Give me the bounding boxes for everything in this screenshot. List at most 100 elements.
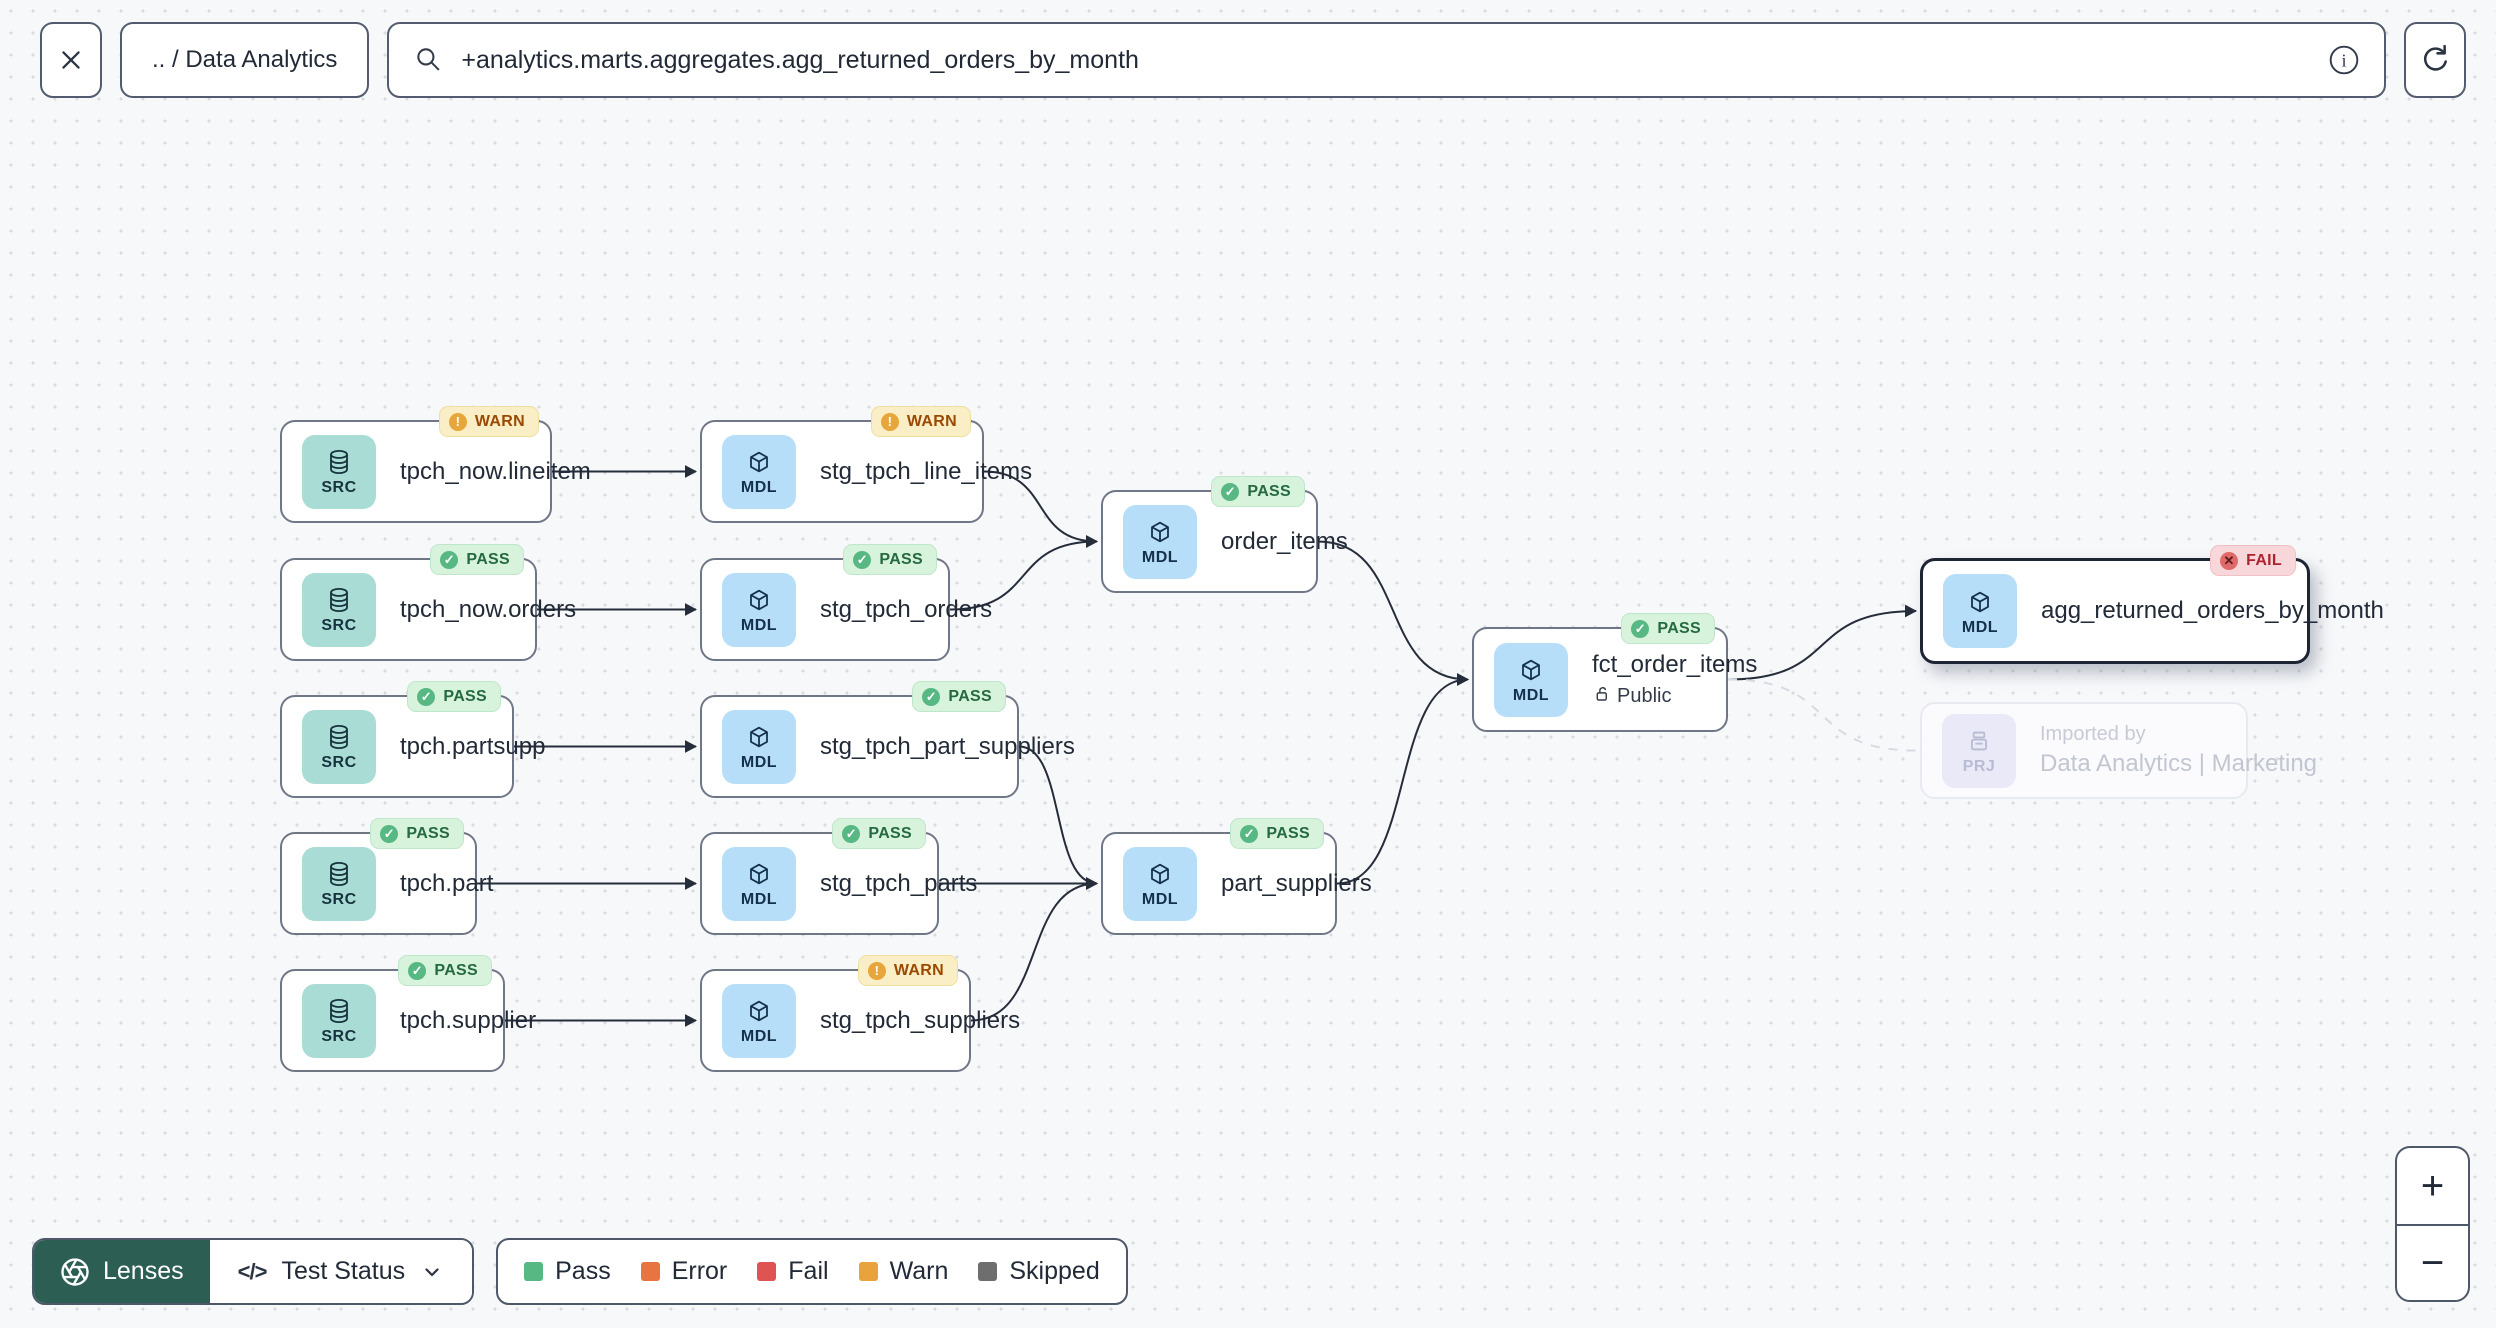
info-icon[interactable]: i (2328, 44, 2360, 76)
breadcrumb[interactable]: .. / Data Analytics (120, 22, 370, 98)
database-icon (323, 584, 355, 616)
legend-swatch-error (640, 1262, 660, 1281)
node-label: part_suppliers (1221, 870, 1372, 898)
status-badge-label: PASS (443, 687, 487, 705)
status-badge-label: FAIL (2246, 551, 2282, 569)
src-type-chip: SRC (302, 846, 376, 921)
refresh-button[interactable] (2404, 22, 2466, 98)
node-title: stg_tpch_suppliers (820, 1006, 1021, 1034)
node-label: stg_tpch_orders (820, 596, 992, 624)
toolbar: .. / Data Analytics i (40, 22, 2466, 98)
mdl-type-chip: MDL (722, 434, 796, 509)
database-icon (323, 858, 355, 890)
node-title: stg_tpch_part_suppliers (820, 732, 1075, 760)
status-badge-pass: ✓PASS (912, 681, 1006, 712)
code-icon: </> (237, 1258, 268, 1284)
node-label: stg_tpch_line_items (820, 458, 1032, 486)
legend-label: Warn (889, 1257, 949, 1285)
search-input[interactable] (461, 45, 2312, 75)
node-type-label: SRC (321, 754, 357, 771)
zoom-in-button[interactable]: + (2420, 1163, 2445, 1208)
legend-label: Fail (788, 1257, 829, 1285)
graph-node-stg_parts[interactable]: MDL stg_tpch_parts ✓PASS (700, 818, 977, 935)
search-icon (417, 48, 440, 71)
graph-node-stg_suppliers[interactable]: MDL stg_tpch_suppliers !WARN (700, 955, 1020, 1072)
database-icon (323, 721, 355, 753)
node-label: order_items (1221, 528, 1348, 556)
status-badge-warn: !WARN (438, 406, 539, 437)
graph-node-stg_line_items[interactable]: MDL stg_tpch_line_items !WARN (700, 406, 1032, 523)
database-icon (323, 446, 355, 478)
lens-group: Lenses </> Test Status (32, 1238, 475, 1305)
status-badge-fail: ✕ FAIL (2210, 545, 2296, 576)
pass-status-icon: ✓ (380, 824, 399, 843)
status-badge-label: WARN (474, 412, 525, 430)
chevron-down-icon (425, 1267, 439, 1276)
node-label: agg_returned_orders_by_month (2041, 597, 2384, 625)
node-title: agg_returned_orders_by_month (2041, 597, 2384, 624)
node-type-label: MDL (1141, 549, 1179, 566)
search-bar[interactable]: i (387, 22, 2386, 98)
lenses-button[interactable]: Lenses (34, 1240, 210, 1303)
graph-node-stg_part_suppliers[interactable]: MDL stg_tpch_part_suppliers ✓PASS (700, 681, 1075, 798)
lens-mode-dropdown[interactable]: </> Test Status (209, 1240, 473, 1303)
node-title: tpch.supplier (400, 1006, 537, 1034)
status-badge-label: PASS (1657, 619, 1701, 637)
cube-icon (1515, 654, 1547, 686)
zoom-out-button[interactable]: − (2397, 1224, 2468, 1300)
status-badge-pass: ✓PASS (832, 818, 926, 849)
node-title: tpch_now.lineitem (400, 457, 591, 485)
graph-node-src_lineitem[interactable]: SRC tpch_now.lineitem !WARN (280, 406, 591, 523)
src-type-chip: SRC (302, 434, 376, 509)
status-badge-label: WARN (893, 961, 944, 979)
node-type-label: PRJ (1962, 758, 1996, 775)
node-title: stg_tpch_parts (820, 869, 978, 897)
mdl-type-chip: MDL (722, 983, 796, 1058)
legend-label: Error (671, 1257, 728, 1285)
status-badge-pass: ✓PASS (1621, 613, 1715, 644)
fail-status-icon: ✕ (2220, 551, 2239, 570)
status-badge-label: WARN (906, 412, 957, 430)
status-badge-warn: !WARN (870, 406, 971, 437)
node-label: tpch_now.lineitem (400, 458, 591, 486)
node-type-label: SRC (321, 891, 357, 908)
close-button[interactable] (40, 22, 102, 98)
zoom-control: + − (2395, 1146, 2470, 1302)
mdl-type-chip: MDL (1943, 574, 2017, 648)
node-title: stg_tpch_line_items (820, 457, 1033, 485)
legend-swatch-fail (757, 1262, 777, 1281)
cube-icon (1144, 516, 1176, 548)
unlock-icon (1592, 685, 1610, 709)
cube-icon (1964, 586, 1996, 618)
graph-node-agg_returned[interactable]: MDL agg_returned_orders_by_month ✕ FAIL (1920, 545, 2384, 664)
status-badge-warn: !WARN (857, 955, 958, 986)
node-title: order_items (1221, 527, 1348, 555)
node-type-label: MDL (740, 891, 778, 908)
pass-status-icon: ✓ (842, 824, 861, 843)
mdl-type-chip: MDL (1123, 846, 1197, 921)
node-type-label: MDL (740, 754, 778, 771)
mdl-type-chip: MDL (722, 572, 796, 647)
node-type-label: SRC (321, 1028, 357, 1045)
node-type-label: MDL (740, 479, 778, 496)
status-badge-label: PASS (1266, 824, 1310, 842)
pass-status-icon: ✓ (1221, 482, 1240, 501)
node-label: tpch.supplier (400, 1007, 536, 1035)
status-badge-label: PASS (879, 550, 923, 568)
src-type-chip: SRC (302, 709, 376, 784)
archive-icon (1963, 725, 1995, 757)
cube-icon (743, 721, 775, 753)
node-label: tpch.partsupp (400, 733, 545, 761)
graph-node-order_items[interactable]: MDL order_items ✓ PASS (1101, 476, 1348, 593)
prj-type-chip: PRJ (1942, 713, 2016, 788)
node-title: stg_tpch_orders (820, 595, 993, 623)
status-badge-label: PASS (1247, 482, 1291, 500)
